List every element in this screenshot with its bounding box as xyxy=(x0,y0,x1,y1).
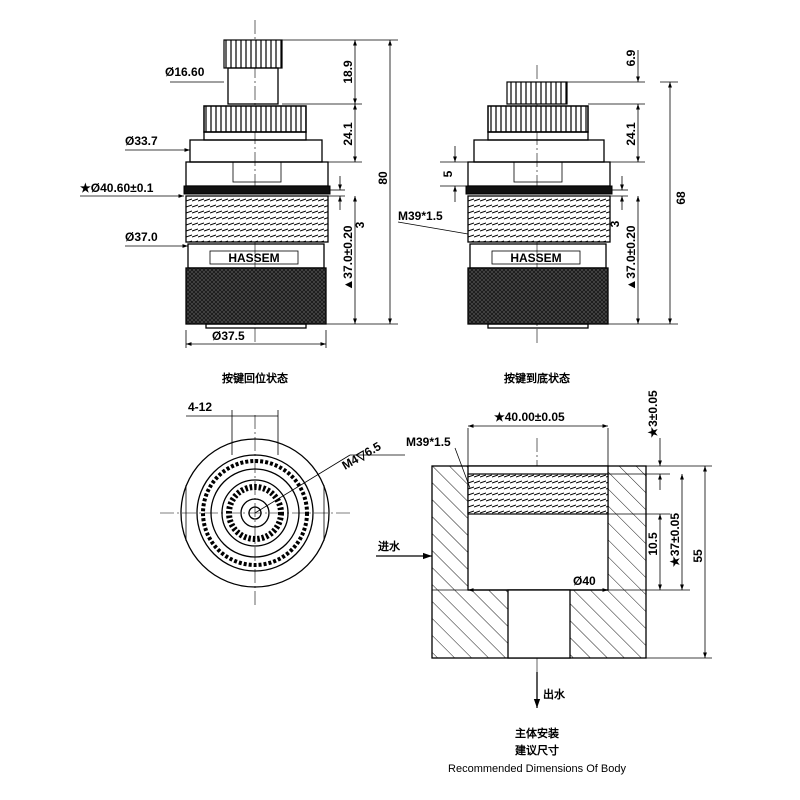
dim-w4000: ★40.00±0.05 xyxy=(494,410,565,424)
dim-d370: Ø37.0 xyxy=(125,230,158,244)
caption-view1: 按键回位状态 xyxy=(222,371,288,385)
dim-h55: 55 xyxy=(691,549,705,563)
dim-h370b: ▲37.0±0.20 xyxy=(624,225,638,291)
dim-m39a: M39*1.5 xyxy=(398,209,443,223)
view-pressed: HASSEM 5 M39*1.5 6.9 24.1 3 ▲37.0±0.20 6… xyxy=(397,49,688,385)
view-released: HASSEM Ø16.60 Ø33.7 ★Ø40.60±0.1 Ø37.0 Ø3… xyxy=(80,20,398,385)
view-top: 4-12 M4▽6.5 xyxy=(160,400,405,605)
dim-m39b: M39*1.5 xyxy=(406,435,451,449)
dim-w412: 4-12 xyxy=(188,400,212,414)
dim-d1660: Ø16.60 xyxy=(165,65,205,79)
dim-m4: M4▽6.5 xyxy=(340,439,384,473)
brand-label-2: HASSEM xyxy=(510,251,561,265)
caption-body-en: Recommended Dimensions Of Body xyxy=(448,763,626,775)
dim-h69: 6.9 xyxy=(624,49,638,66)
dim-h370a: ▲37.0±0.20 xyxy=(341,225,355,291)
dim-d337: Ø33.7 xyxy=(125,134,158,148)
dim-h3b: 3 xyxy=(608,220,622,227)
dim-d40: Ø40 xyxy=(573,574,596,588)
caption-body-line1: 主体安装 xyxy=(515,726,559,740)
caption-view2: 按键到底状态 xyxy=(504,371,570,385)
dim-h3705: ★37±0.05 xyxy=(668,513,682,567)
brand-label-1: HASSEM xyxy=(228,251,279,265)
dim-h3a: 3 xyxy=(353,221,367,228)
caption-body-line2: 建议尺寸 xyxy=(515,743,559,757)
label-inlet: 进水 xyxy=(378,539,401,553)
label-outlet: 出水 xyxy=(543,687,566,701)
dim-h241a: 24.1 xyxy=(341,122,355,146)
dim-h241b: 24.1 xyxy=(624,122,638,146)
view-body-section: ★40.00±0.05 M39*1.5 Ø40 ★3±0.05 10.5 ★37… xyxy=(376,390,712,775)
dim-d375: Ø37.5 xyxy=(212,329,245,343)
dim-h68: 68 xyxy=(674,191,688,205)
dim-h80: 80 xyxy=(376,171,390,185)
dim-h3005: ★3±0.05 xyxy=(646,390,660,438)
dim-h5: 5 xyxy=(441,170,455,177)
dim-h105: 10.5 xyxy=(646,532,660,556)
dim-d4060: ★Ø40.60±0.1 xyxy=(80,181,154,195)
dim-h189: 18.9 xyxy=(341,60,355,84)
